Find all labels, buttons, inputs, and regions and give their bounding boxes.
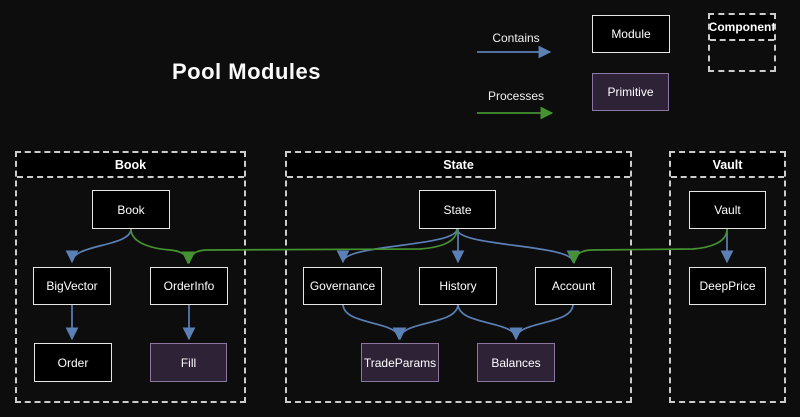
- legend-primitive-box: Primitive: [592, 73, 669, 111]
- cluster-vault-title: Vault: [671, 153, 784, 178]
- legend-module-box: Module: [592, 15, 670, 53]
- node-balances: Balances: [477, 343, 555, 382]
- node-governance: Governance: [303, 267, 382, 305]
- node-bigvector: BigVector: [33, 267, 111, 305]
- node-state: State: [419, 190, 496, 229]
- legend-contains-label: Contains: [471, 31, 561, 45]
- legend-processes-label: Processes: [471, 89, 561, 103]
- page-title: Pool Modules: [172, 59, 321, 85]
- node-order: Order: [34, 343, 112, 382]
- legend-component-box: Component: [708, 13, 776, 72]
- node-vault: Vault: [689, 191, 766, 229]
- node-tradeparams: TradeParams: [361, 343, 439, 382]
- node-history: History: [419, 267, 497, 305]
- legend-component-label: Component: [710, 15, 774, 41]
- node-fill: Fill: [150, 343, 227, 382]
- cluster-state-title: State: [287, 153, 630, 178]
- node-account: Account: [535, 267, 612, 305]
- node-book: Book: [92, 190, 170, 229]
- node-orderinfo: OrderInfo: [150, 267, 228, 305]
- cluster-book-title: Book: [17, 153, 244, 178]
- node-deepprice: DeepPrice: [689, 267, 766, 305]
